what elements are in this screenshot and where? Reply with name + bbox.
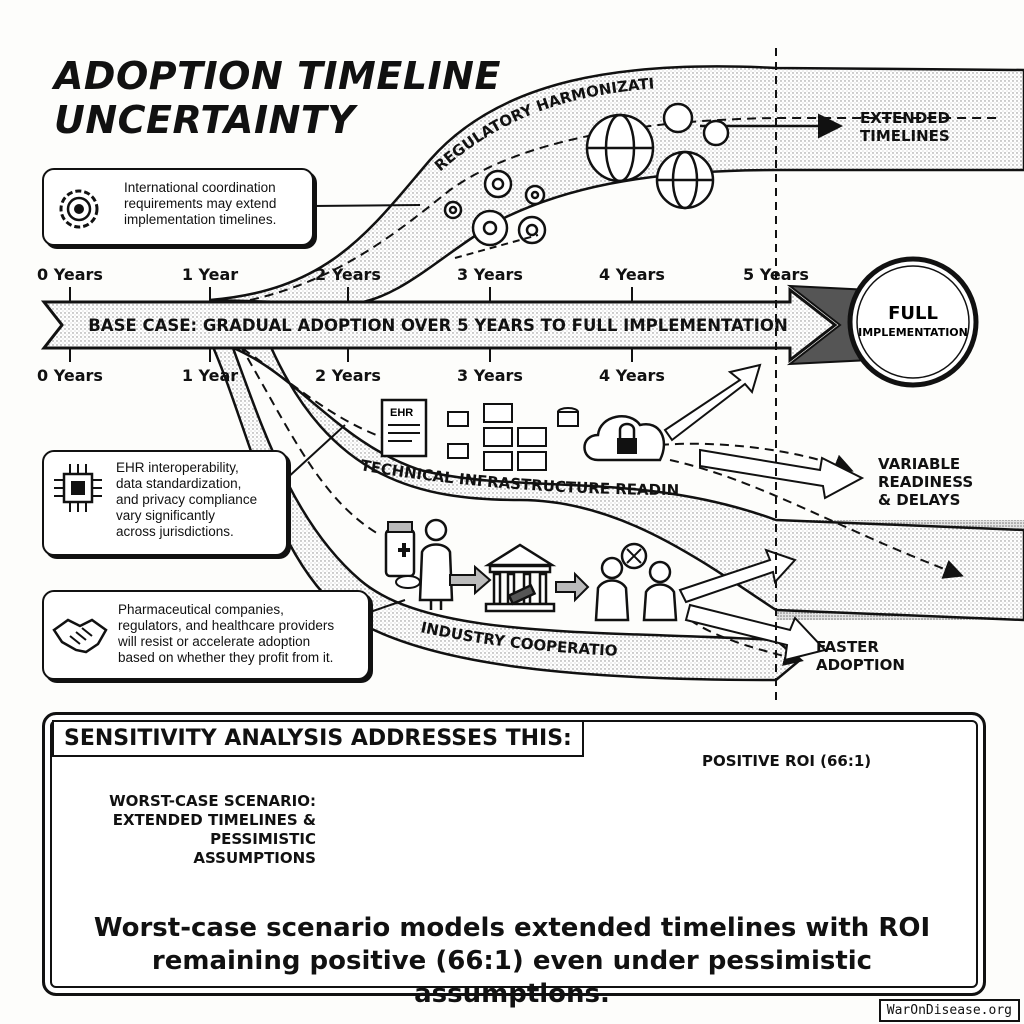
ehr-label: EHR [390,407,413,419]
globe-icon [585,102,730,210]
faster-arrow [678,548,797,604]
gear-icon [443,169,547,247]
conclusion-text: Worst-case scenario models extended time… [93,913,931,1009]
doctor-icon [418,518,454,610]
data-flow-icons [447,403,579,471]
chip-icon [54,464,102,512]
pharma-icon [384,521,421,589]
implementation-label: IMPLEMENTATION [858,326,968,339]
year-label-bottom-3: 3 Years [457,366,523,385]
ehr-document-icon [380,398,428,458]
year-label-bottom-4: 4 Years [599,366,665,385]
upward-arrow [663,363,762,442]
healthcare-providers-icon [594,542,678,622]
base-case-label: BASE CASE: GRADUAL ADOPTION OVER 5 YEARS… [88,316,788,335]
secure-cloud-icon [583,415,666,462]
full-label: FULL [888,303,938,324]
full-implementation-circle [847,256,979,388]
credit-badge: WarOnDisease.org [878,999,1020,1022]
technical-callout: EHR interoperability,data standardizatio… [42,450,288,556]
sensitivity-panel [42,712,986,996]
year-label-top-4: 4 Years [599,265,665,284]
courthouse-icon [483,543,557,613]
positive-roi-label: POSITIVE ROI (66:1) [702,752,872,770]
year-label-top-2: 2 Years [315,265,381,284]
handshake-icon [52,618,108,654]
year-label-top-3: 3 Years [457,265,523,284]
industry-callout: Pharmaceutical companies,regulators, and… [42,590,370,680]
worst-case-label: WORST-CASE SCENARIO:EXTENDED TIMELINES &… [109,792,316,867]
variable-arrow [699,448,865,500]
technical-band [209,338,1024,622]
timeline-ticks [69,287,633,362]
year-label-top-1: 1 Year [181,265,239,284]
gear-icon [59,189,99,229]
base-case-arrow [40,286,838,364]
year-label-top-0: 0 Years [37,265,103,284]
year-label-bottom-1: 1 Year [181,366,239,385]
year-label-top-5: 5 Years [743,265,809,284]
year-label-bottom-2: 2 Years [315,366,381,385]
sensitivity-title: SENSITIVITY ANALYSIS ADDRESSES THIS: [52,720,584,757]
page-title: ADOPTION TIMELINE UNCERTAINTY [54,54,501,142]
year-label-bottom-0: 0 Years [37,366,103,385]
